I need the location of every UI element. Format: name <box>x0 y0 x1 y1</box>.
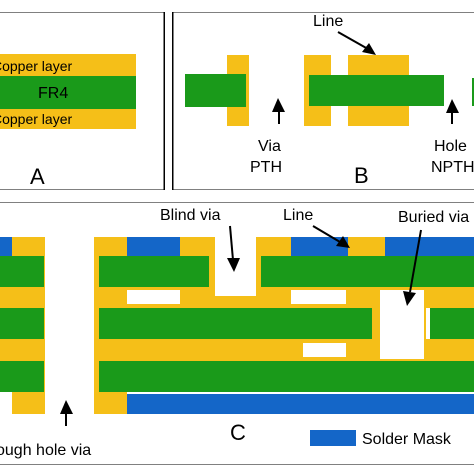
buried-via-arrow <box>409 229 422 293</box>
via-arrow-head <box>272 98 285 112</box>
copper-bottom-right <box>94 394 126 414</box>
fr4-core <box>0 76 136 109</box>
line-arrow-c <box>312 225 341 243</box>
blind-via-arrow <box>229 225 234 261</box>
line-arrow-b <box>337 31 369 50</box>
npth-label: NPTH <box>431 159 474 176</box>
bottom-copper-layer-label: Copper layer <box>0 111 72 127</box>
fr4-mid-2-left <box>99 308 372 339</box>
via-label: Via <box>258 138 281 155</box>
top-copper-layer <box>0 54 136 76</box>
pth-label: PTH <box>250 159 282 176</box>
copper-left-l2 <box>0 286 45 308</box>
fr4-mid-1-right <box>261 256 474 287</box>
panel-a-letter: A <box>30 164 45 189</box>
line-arrow-b-head <box>362 43 376 55</box>
board-fr4 <box>309 75 444 106</box>
panel-a: Copper layer FR4 Copper layer A <box>0 12 165 190</box>
through-hole-arrow-head <box>60 400 73 414</box>
gap-l2-left <box>127 290 180 304</box>
through-hole-bottom-gap <box>0 394 12 414</box>
fr4-core-label: FR4 <box>38 85 68 102</box>
panel-b: Line Via PTH Hole NPTH B <box>172 12 474 190</box>
panel-b-letter: B <box>354 163 369 188</box>
through-hole-label: Through hole via <box>0 442 91 459</box>
buried-via-arrow-head <box>403 291 416 306</box>
fr4-left-1 <box>0 256 44 287</box>
hole-arrow-head <box>446 99 459 113</box>
gap-l2-right <box>291 290 346 304</box>
legend-solder-mask-label: Solder Mask <box>362 431 452 448</box>
copper-left-l3 <box>0 339 45 361</box>
via-fr4-left <box>185 74 246 107</box>
fr4-mid-1-left <box>99 256 209 287</box>
fr4-left-3 <box>0 361 44 392</box>
gap-l3-mid <box>303 343 346 357</box>
solder-mask-bottom-right <box>94 394 474 414</box>
line-copper-bottom <box>348 106 409 126</box>
line-copper-top <box>348 55 409 75</box>
npth-fr4-edge <box>472 78 474 106</box>
line-copper-c <box>348 237 385 257</box>
fr4-mid-3 <box>99 361 474 392</box>
buried-via-hole <box>380 290 424 359</box>
line-label-c: Line <box>283 207 313 224</box>
legend-solder-mask-swatch <box>310 430 356 446</box>
line-arrow-c-head <box>336 236 350 248</box>
blind-via-label: Blind via <box>160 207 221 224</box>
blind-via-arrow-head <box>227 258 240 272</box>
hole-label: Hole <box>434 138 467 155</box>
buried-via-label: Buried via <box>398 209 469 226</box>
panel-c: Blind via Line Buried via Through hole v… <box>0 202 474 465</box>
fr4-left-2 <box>0 308 44 339</box>
fr4-mid-2-right <box>430 308 474 339</box>
top-copper-layer-label: Copper layer <box>0 58 72 74</box>
line-label-b: Line <box>313 13 343 30</box>
panel-c-letter: C <box>230 420 246 445</box>
bottom-copper-layer <box>0 109 136 129</box>
